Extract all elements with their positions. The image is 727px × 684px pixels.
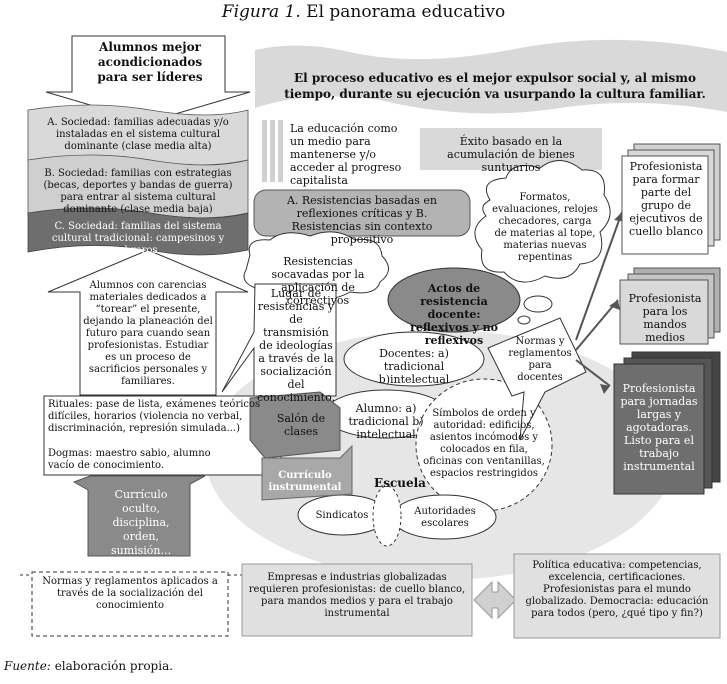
- dogmas-label: Dogmas: maestro sabio, alumno vacío de c…: [48, 448, 211, 471]
- educacion-medio-label: La educación como un medio para mantener…: [290, 122, 402, 187]
- alumnos-carencias-label: Alumnos con carencias materiales dedicad…: [83, 280, 213, 387]
- exito-label: Éxito basado en la acumulación de bienes…: [447, 135, 575, 174]
- fuente-note: Fuente: elaboración propia.: [4, 660, 173, 673]
- prof-jornadas-label: Profesionista para jornadas largas y ago…: [620, 382, 698, 473]
- lugar-shape: [221, 283, 337, 397]
- docentes-ellipse: [343, 331, 485, 387]
- curriculo-instrumental-shape: [261, 444, 353, 501]
- banner-shape: [255, 39, 727, 114]
- alumnos-mejor-label: Alumnos mejor acondicionados para ser lí…: [97, 40, 203, 84]
- politica-label: Política educativa: competencias, excele…: [525, 560, 709, 619]
- salon-label: Salón de clases: [276, 412, 326, 438]
- curriculo-instrumental-label: Currículo instrumental: [268, 470, 342, 493]
- figure-title-text: El panorama educativo: [306, 2, 506, 22]
- sociedad-a-label: A. Sociedad: familias adecuadas y/o inst…: [47, 117, 229, 152]
- sociedad-c-label: C. Sociedad: familias del sistema cultur…: [51, 221, 225, 256]
- normas-socializacion-box: [31, 571, 229, 637]
- banner-text: El proceso educativo es el mejor expulso…: [284, 71, 706, 101]
- normas-docentes-label: Normas y reglamentos para docentes: [508, 336, 572, 383]
- alumno-label: Alumno: a) tradicional b) intelectual: [348, 402, 424, 441]
- actos-ellipse: [387, 267, 521, 333]
- rituales-label: Rituales: pase de lista, exámenes teóric…: [48, 399, 261, 434]
- formatos-label: Formatos, evaluaciones, relojes checador…: [492, 192, 598, 263]
- figure-title: Figura 1. El panorama educativo: [0, 2, 727, 22]
- sociedad-b-label: B. Sociedad: familias con estrategias (b…: [43, 168, 233, 215]
- normas-socializacion-label: Normas y reglamentos aplicados a través …: [42, 576, 218, 611]
- docentes-label: Docentes: a) tradicional b)intelectual: [378, 347, 450, 386]
- fuente-label: Fuente:: [4, 659, 51, 673]
- prof-blanco-docs: [621, 143, 721, 255]
- prof-mandos-label: Profesionista para los mandos medios: [628, 292, 702, 344]
- top-arrow-shape: [45, 35, 251, 123]
- curriculo-oculto-label: Currículo oculto, disciplina, orden, sum…: [110, 488, 172, 557]
- fuente-text: elaboración propia.: [54, 659, 174, 673]
- prof-jornadas-docs: [613, 351, 721, 495]
- sindicatos-label: Sindicatos: [315, 510, 369, 521]
- resistencias-ab-label: A. Resistencias basadas en reflexiones c…: [286, 194, 438, 246]
- resistencias-box-shape: [253, 189, 471, 237]
- escuela-label: Escuela: [374, 476, 426, 490]
- empresas-box: [241, 563, 473, 637]
- salon-shape: [249, 391, 341, 459]
- normas-docentes-shape: [487, 317, 587, 441]
- sociedad-c-shape: [27, 207, 249, 256]
- prof-blanco-label: Profesionista para formar parte del grup…: [629, 160, 703, 238]
- politica-box: [513, 553, 721, 639]
- curriculo-oculto-shape: [72, 475, 206, 557]
- empresas-label: Empresas e industrias globalizadas requi…: [248, 572, 466, 619]
- actos-resistencia-label: Actos de resistencia docente: reflexivos…: [410, 282, 498, 347]
- lugar-resistencias-label: Lugar de resistencias y de transmisión d…: [256, 287, 336, 404]
- resistencias-socavadas-label: Resistencias socavadas por la aplicación…: [271, 255, 365, 307]
- prof-mandos-docs: [619, 267, 721, 345]
- autoridades-label: Autoridades escolares: [414, 506, 476, 529]
- formatos-cloud: [474, 160, 611, 283]
- simbolos-label: Símbolos de orden y autoridad: edificios…: [423, 408, 545, 479]
- up-arrow-shape: [47, 249, 249, 396]
- double-arrow: [473, 580, 517, 620]
- figure-title-prefix: Figura 1.: [221, 2, 301, 22]
